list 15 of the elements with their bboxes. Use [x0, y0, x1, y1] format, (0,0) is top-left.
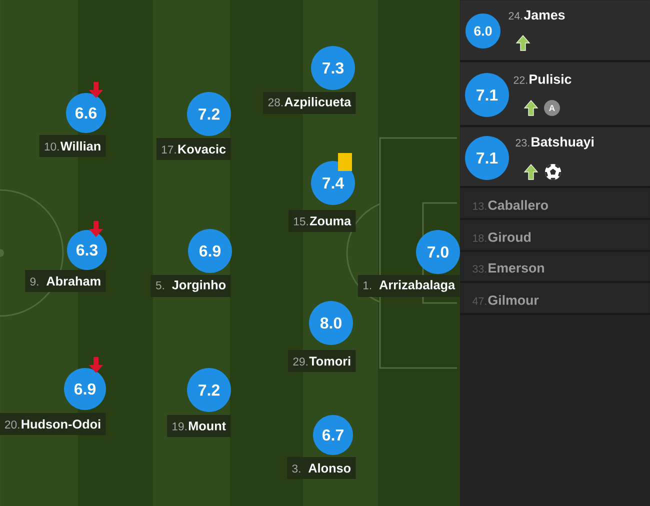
name-tag: 20. Hudson-Odoi [0, 413, 106, 435]
player-row: 47. Gilmour [460, 283, 650, 315]
player-row: 18. Giroud [460, 220, 650, 252]
name-tag: 5. Jorginho [150, 275, 231, 297]
name-tag: 17. Kovacic [156, 138, 231, 160]
name-tag: 3. Alonso [287, 457, 356, 479]
letter-badge: A [544, 100, 560, 116]
name-tag: 10.Willian [39, 135, 106, 157]
player-row: 33. Emerson [460, 252, 650, 283]
name-tag: 29.Tomori [288, 350, 356, 372]
player-row: 13. Caballero [460, 188, 650, 220]
name-tag: 15. Zouma [288, 210, 356, 232]
name-tag: 9. Abraham [25, 270, 106, 292]
name-tag: 19. Mount [167, 415, 231, 437]
name-tag: 1. Arrizabalaga [358, 275, 460, 297]
